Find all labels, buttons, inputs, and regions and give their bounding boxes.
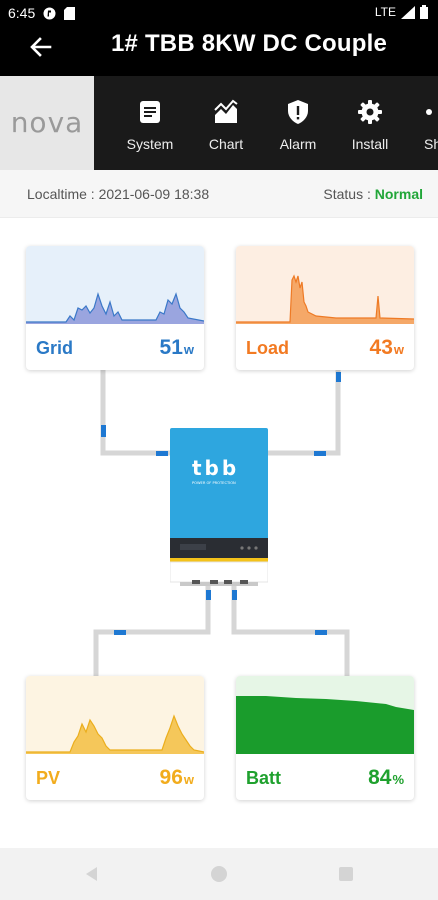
- batt-card[interactable]: Batt 84%: [236, 676, 414, 800]
- nav-back-icon[interactable]: [82, 864, 102, 884]
- status-badge: Normal: [374, 186, 423, 202]
- document-icon: [140, 101, 160, 123]
- localtime: Localtime : 2021-06-09 18:38: [27, 186, 209, 202]
- tab-system[interactable]: System: [114, 76, 186, 170]
- info-row: Localtime : 2021-06-09 18:38 Status : No…: [0, 170, 438, 218]
- tab-chart[interactable]: Chart: [190, 76, 262, 170]
- system-nav-bar: [0, 848, 438, 900]
- more-icon: [426, 109, 432, 115]
- grid-label: Grid: [36, 338, 74, 358]
- batt-value-number: 84: [368, 766, 392, 789]
- tab-more[interactable]: Sh: [406, 76, 438, 170]
- grid-value: 51w: [160, 336, 194, 360]
- app-bar: 1# TBB 8KW DC Couple: [0, 26, 438, 76]
- tab-install[interactable]: Install: [334, 76, 406, 170]
- back-arrow-icon[interactable]: [26, 32, 56, 62]
- load-value: 43w: [370, 336, 404, 360]
- grid-card[interactable]: Grid 51w: [26, 246, 204, 370]
- inverter-device: tbb POWER OF PROTECTION: [170, 428, 268, 586]
- status-time: 6:45: [8, 5, 36, 21]
- status-bar: 6:45 LTE: [0, 0, 438, 26]
- app-notification-icon: [43, 7, 56, 19]
- system-status: Status : Normal: [323, 186, 423, 202]
- page-title: 1# TBB 8KW DC Couple: [110, 30, 387, 57]
- batt-unit: %: [392, 772, 404, 787]
- network-type: LTE: [374, 5, 396, 19]
- tab-bar: nova System Chart Alarm: [0, 76, 438, 170]
- tab-label: System: [126, 136, 174, 152]
- gear-icon: [358, 100, 382, 124]
- grid-value-number: 51: [159, 336, 183, 359]
- sd-card-icon: [64, 6, 76, 20]
- localtime-value: 2021-06-09 18:38: [98, 186, 210, 202]
- tab-label: Sh: [424, 136, 438, 152]
- battery-icon: [420, 5, 428, 19]
- chart-icon: [214, 99, 238, 123]
- pv-value-number: 96: [159, 766, 183, 789]
- load-label: Load: [246, 338, 289, 358]
- nav-home-icon[interactable]: [209, 864, 229, 884]
- batt-label: Batt: [246, 768, 281, 788]
- batt-value: 84%: [368, 766, 404, 790]
- nav-recents-icon[interactable]: [336, 864, 356, 884]
- tab-label: Install: [351, 136, 389, 152]
- shield-alert-icon: [288, 100, 308, 124]
- brand-logo: nova: [0, 76, 94, 170]
- pv-power-chart: [26, 676, 204, 754]
- batt-soc-chart: [236, 676, 414, 754]
- load-card[interactable]: Load 43w: [236, 246, 414, 370]
- pv-card[interactable]: PV 96w: [26, 676, 204, 800]
- signal-icon: [401, 5, 415, 19]
- load-power-chart: [236, 246, 414, 324]
- inverter-tagline: POWER OF PROTECTION: [192, 481, 236, 485]
- tab-alarm[interactable]: Alarm: [262, 76, 334, 170]
- tab-label: Chart: [208, 136, 244, 152]
- pv-label: PV: [36, 768, 61, 788]
- load-unit: w: [393, 342, 404, 357]
- grid-power-chart: [26, 246, 204, 324]
- inverter-brand: tbb: [192, 456, 239, 480]
- grid-unit: w: [183, 342, 194, 357]
- tab-label: Alarm: [279, 136, 317, 152]
- pv-value: 96w: [160, 766, 194, 790]
- localtime-label: Localtime :: [27, 186, 99, 202]
- status-label: Status :: [323, 186, 375, 202]
- pv-unit: w: [183, 772, 194, 787]
- load-value-number: 43: [369, 336, 393, 359]
